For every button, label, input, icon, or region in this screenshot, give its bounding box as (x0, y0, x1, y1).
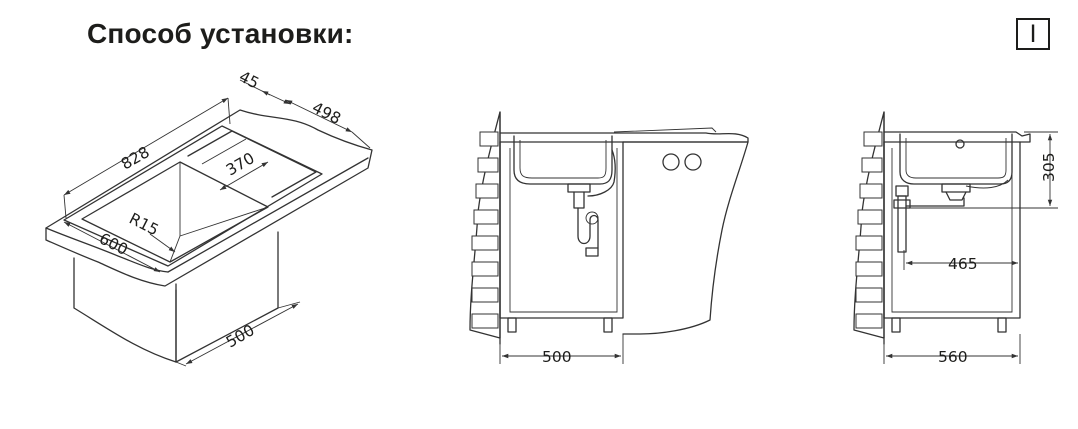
brick-wall-side (855, 131, 883, 329)
installation-type-badge: I (1016, 18, 1050, 50)
front-view: 500 (469, 111, 749, 366)
dim-500-front-label: 500 (542, 348, 572, 366)
dim-560-label: 560 (938, 348, 968, 366)
dim-500-iso-label: 500 (223, 321, 258, 351)
side-view: 305 465 560 (853, 111, 1058, 366)
dim-r15-label: R15 (126, 210, 161, 240)
dim-370-label: 370 (223, 149, 258, 179)
dim-498-label: 498 (309, 99, 344, 128)
countertop (45, 109, 373, 287)
dim-305-label: 305 (1040, 152, 1058, 182)
brick-wall (471, 131, 499, 329)
isometric-view: 828 45 498 370 R15 600 500 (45, 68, 373, 367)
page-title: Способ установки: (87, 18, 354, 49)
dim-465-label: 465 (948, 255, 978, 273)
dim-828-label: 828 (118, 143, 153, 173)
